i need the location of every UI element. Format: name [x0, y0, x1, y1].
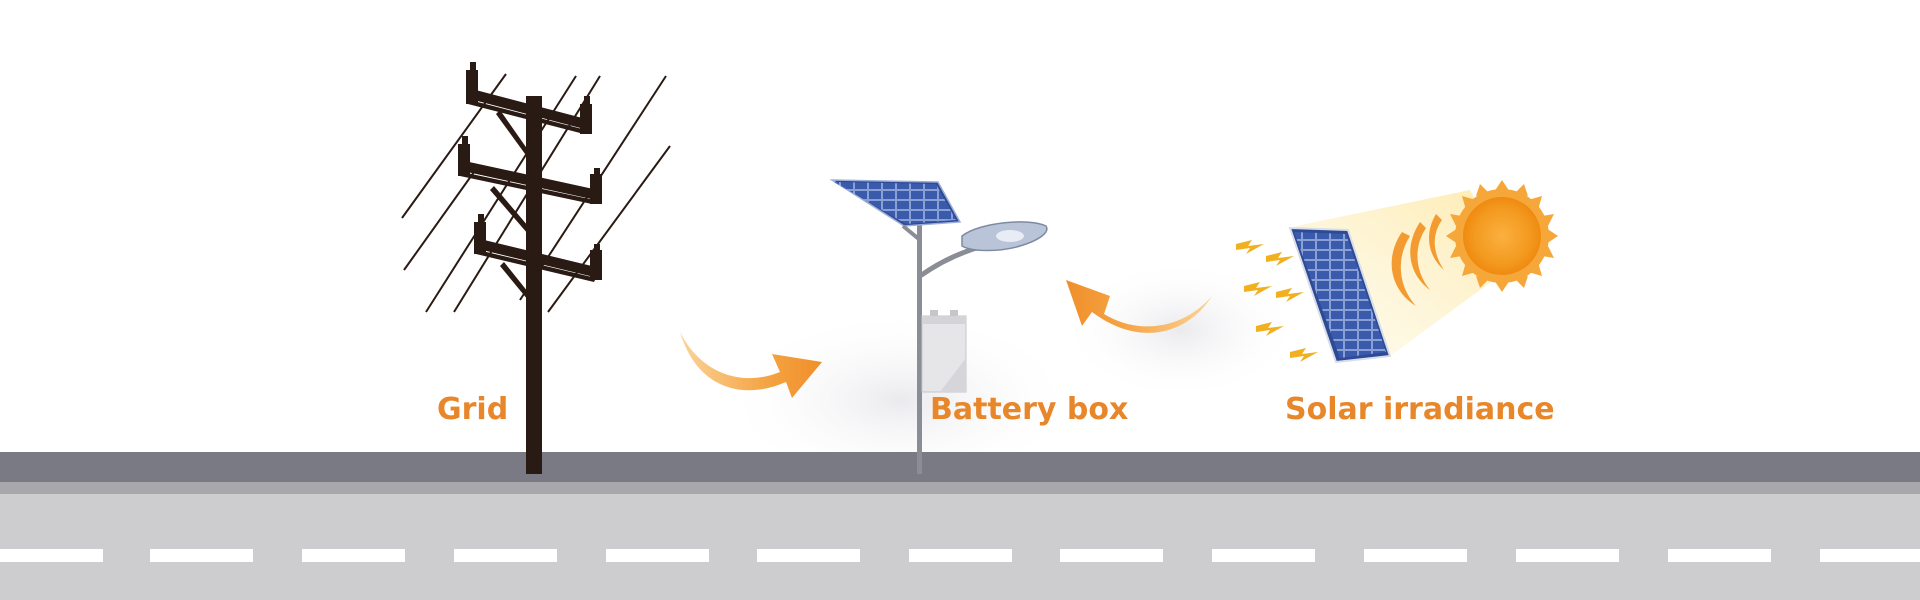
road-surface [0, 494, 1920, 600]
power-pole-icon [401, 62, 671, 474]
solar-panel-icon [829, 179, 962, 242]
battery-icon [921, 310, 967, 393]
solar-panel-icon [1288, 226, 1392, 364]
heat-waves [1391, 214, 1444, 306]
road-curb [0, 452, 1920, 482]
solar-irradiance-label: Solar irradiance [1285, 392, 1555, 427]
road [0, 452, 1920, 600]
road-edge [0, 482, 1920, 494]
lane-markings [0, 549, 1920, 562]
curved-arrow-icon [1066, 280, 1212, 333]
sun-icon [1446, 180, 1558, 292]
solar-streetlight-icon [829, 179, 1048, 474]
lightning-bolt-icon [1236, 240, 1318, 362]
background-glow [720, 310, 1080, 490]
solar-irradiance-illustration [1236, 180, 1558, 364]
battery-box-label: Battery box [930, 392, 1129, 427]
background-glow [1060, 260, 1300, 400]
grid-label: Grid [437, 392, 509, 427]
curved-arrow-icon [680, 332, 822, 398]
